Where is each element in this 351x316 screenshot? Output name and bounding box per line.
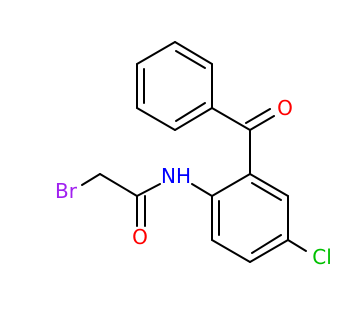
- atom-label-amide-oxygen: O: [132, 225, 148, 249]
- atom-label-ketone-oxygen: O: [277, 96, 293, 120]
- bond: [174, 41, 213, 65]
- bond: [211, 239, 251, 263]
- bond-lines: [81, 41, 307, 263]
- bond: [251, 182, 282, 201]
- bond: [287, 239, 307, 252]
- atom-label-amide-nitrogen: NH: [161, 164, 191, 188]
- bond: [191, 183, 213, 197]
- bond: [249, 239, 289, 263]
- bond: [136, 41, 176, 65]
- bond: [245, 108, 271, 124]
- bond: [136, 107, 176, 131]
- bond: [249, 173, 289, 197]
- bond: [211, 107, 251, 131]
- bond: [175, 102, 206, 122]
- bond: [99, 173, 138, 197]
- bond: [174, 107, 213, 131]
- bond: [81, 173, 101, 186]
- bond: [211, 173, 251, 197]
- bond: [136, 183, 161, 197]
- atom-label-chlorine: Cl: [312, 245, 332, 269]
- bond: [249, 115, 275, 131]
- bond: [175, 50, 206, 69]
- bond: [251, 234, 282, 254]
- atom-label-bromine: Br: [55, 179, 78, 203]
